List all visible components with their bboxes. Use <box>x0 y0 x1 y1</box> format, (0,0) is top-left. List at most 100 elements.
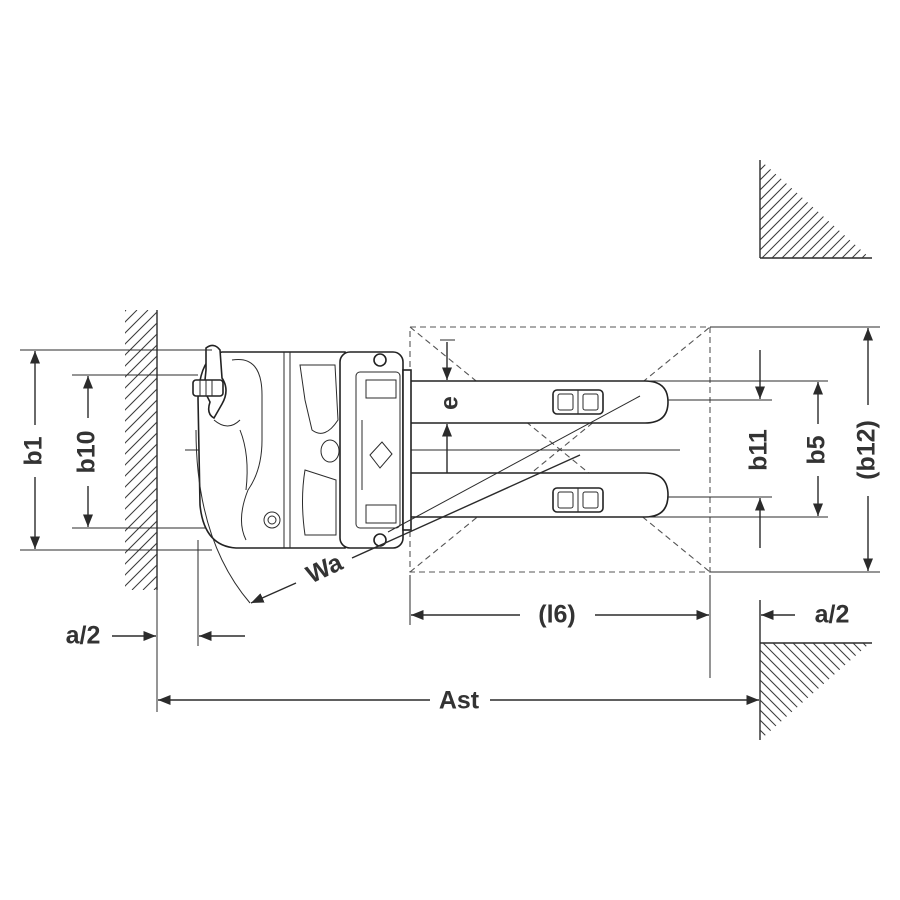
hatch-line <box>771 160 870 258</box>
hatch-line <box>831 160 870 258</box>
dimension-b12: (b12) <box>853 328 881 571</box>
truck-body <box>197 351 346 549</box>
hatch-line <box>841 160 870 258</box>
tiller-handle <box>192 344 241 427</box>
hatch-line <box>760 643 831 740</box>
label-b5: b5 <box>803 435 831 464</box>
hatch-line <box>781 160 870 258</box>
hatch-line <box>842 643 870 740</box>
upper-load-roller <box>552 389 604 415</box>
hatch-line <box>643 643 740 740</box>
hatch-line <box>821 160 870 258</box>
hatch-line <box>760 160 761 258</box>
hatch-line <box>623 643 720 740</box>
hatch-line <box>892 160 900 258</box>
dimension-b10: b10 <box>73 376 101 527</box>
hatch-line <box>822 643 870 740</box>
hatch-line <box>762 643 861 740</box>
hatch-line <box>592 160 690 258</box>
lower-fork <box>404 472 669 518</box>
label-e: e <box>436 396 464 410</box>
hatch-line <box>760 160 831 258</box>
label-wa: Wa <box>302 548 348 589</box>
hatch-line <box>801 160 870 258</box>
hatch-line <box>125 344 157 378</box>
hatch-line <box>761 160 861 258</box>
hatch-line <box>563 643 660 740</box>
hatch-line <box>632 160 730 258</box>
hatch-line <box>612 160 710 258</box>
hatch-line <box>832 643 870 740</box>
hatch-line <box>552 160 650 258</box>
dimension-e: e <box>436 342 464 473</box>
hatch-line <box>602 160 700 258</box>
hatch-line <box>811 160 870 258</box>
hatch-line <box>125 355 157 389</box>
hatch-line <box>622 160 720 258</box>
hatch-line <box>553 643 650 740</box>
hatch-line <box>653 643 750 740</box>
hatch-line <box>893 643 900 740</box>
label-ast: Ast <box>439 687 480 715</box>
hatch-line <box>760 160 781 258</box>
hatch-line <box>883 643 900 740</box>
hatch-line <box>633 643 730 740</box>
hatch-line <box>760 643 791 740</box>
hatch-line <box>872 160 900 258</box>
hatch-line <box>772 643 870 740</box>
hatch-line <box>782 643 870 740</box>
hatch-line <box>125 443 157 477</box>
extension-lines <box>20 326 880 712</box>
hatch-line <box>573 643 670 740</box>
hatch-line <box>760 643 821 740</box>
hatch-line <box>603 643 700 740</box>
hatch-line <box>760 160 771 258</box>
hatch-line <box>125 542 157 576</box>
label-b11: b11 <box>745 429 773 471</box>
hatch-line <box>760 643 811 740</box>
hatch-line <box>760 643 851 740</box>
hatch-line <box>562 160 660 258</box>
hatch-line <box>791 160 870 258</box>
hatch-line <box>125 520 157 554</box>
hatch-line <box>792 643 870 740</box>
hatch-line <box>125 333 157 367</box>
hatch-line <box>852 643 870 740</box>
lower-load-roller <box>552 487 604 513</box>
hatch-line <box>760 643 761 740</box>
dimension-ast: Ast <box>158 687 759 715</box>
dimension-a-half-left: a/2 <box>66 622 245 650</box>
label-b12: (b12) <box>853 420 881 480</box>
hatch-line <box>652 160 750 258</box>
label-a-half-right: a/2 <box>815 601 850 629</box>
hatch-line <box>760 643 801 740</box>
hatch-line <box>802 643 870 740</box>
hatch-line <box>572 160 670 258</box>
left-wall <box>125 310 158 590</box>
hatch-line <box>760 160 811 258</box>
hatch-line <box>642 160 740 258</box>
label-a-half-left: a/2 <box>66 622 101 650</box>
hatch-line <box>760 160 791 258</box>
label-b10: b10 <box>73 430 101 473</box>
hatch-line <box>760 160 841 258</box>
dimension-b11: b11 <box>745 350 773 548</box>
hatch-line <box>760 643 771 740</box>
hatch-line <box>593 643 690 740</box>
hatch-line <box>851 160 870 258</box>
hatch-line <box>613 643 710 740</box>
hatch-line <box>862 643 870 740</box>
dimension-a-half-right: a/2 <box>761 601 849 629</box>
hatch-line <box>812 643 870 740</box>
dimension-l6: (l6) <box>411 601 709 629</box>
label-l6: (l6) <box>538 601 576 629</box>
hatch-line <box>760 643 781 740</box>
hatch-line <box>760 160 821 258</box>
top-right-wall <box>552 160 900 259</box>
hatch-line <box>873 643 900 740</box>
hatch-line <box>125 531 157 565</box>
hatch-line <box>861 160 870 258</box>
forks <box>404 380 669 518</box>
hatch-line <box>125 421 157 455</box>
